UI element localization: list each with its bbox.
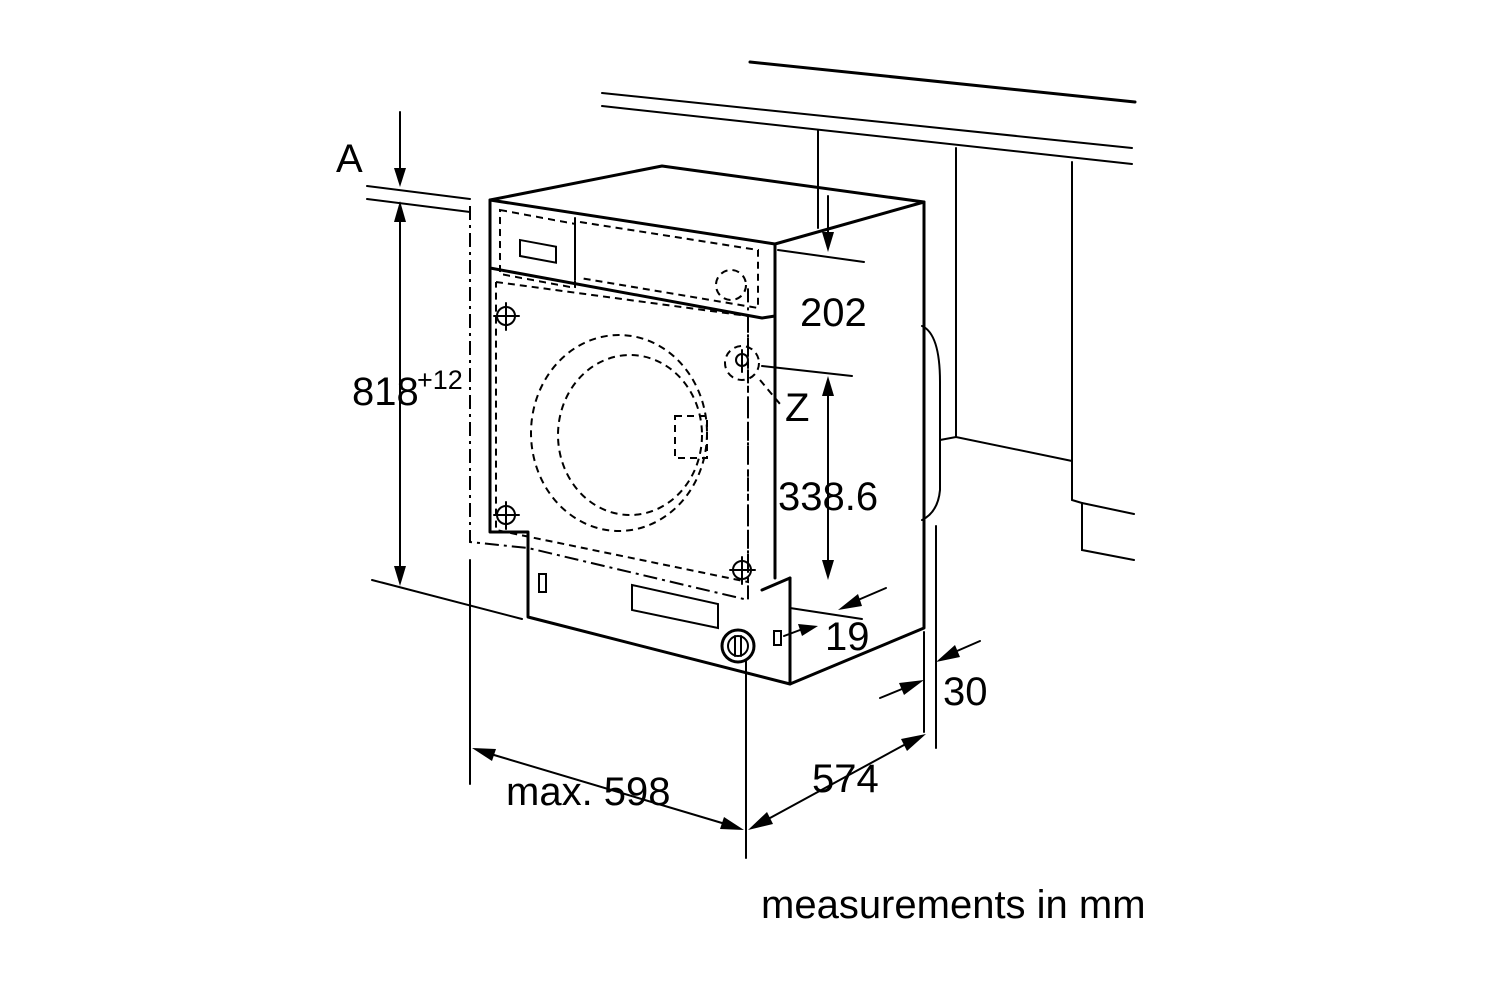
label-height: 818 bbox=[352, 370, 419, 414]
hinge-marker-bottom-right bbox=[729, 556, 756, 585]
plinth-clip bbox=[538, 573, 547, 593]
label-door-offset: 338.6 bbox=[778, 475, 878, 519]
label-a: A bbox=[336, 137, 363, 181]
footer-note: measurements in mm bbox=[761, 883, 1146, 927]
label-width: max. 598 bbox=[506, 770, 671, 814]
appliance-body bbox=[469, 164, 926, 686]
label-height-tolerance: +12 bbox=[417, 365, 463, 395]
label-z: Z bbox=[785, 386, 809, 430]
drawer-handle bbox=[519, 238, 557, 264]
label-top-panel: 202 bbox=[800, 291, 867, 335]
service-flap bbox=[631, 583, 719, 630]
door-glass bbox=[557, 354, 703, 516]
door-catch-marker bbox=[724, 345, 760, 381]
label-depth: 574 bbox=[812, 757, 879, 801]
label-plinth: 19 bbox=[825, 615, 870, 659]
hinge-marker-top-left bbox=[493, 302, 520, 331]
door-handle bbox=[674, 415, 708, 459]
program-knob bbox=[715, 269, 747, 301]
detergent-drawer bbox=[499, 208, 576, 290]
hinge-marker-bottom-left bbox=[493, 501, 520, 530]
drain-hose-clip bbox=[773, 630, 782, 646]
label-rear-gap: 30 bbox=[943, 670, 988, 714]
dimension-lines bbox=[366, 111, 981, 859]
cabinet-outline bbox=[601, 60, 1137, 561]
pump-cap bbox=[720, 628, 756, 664]
